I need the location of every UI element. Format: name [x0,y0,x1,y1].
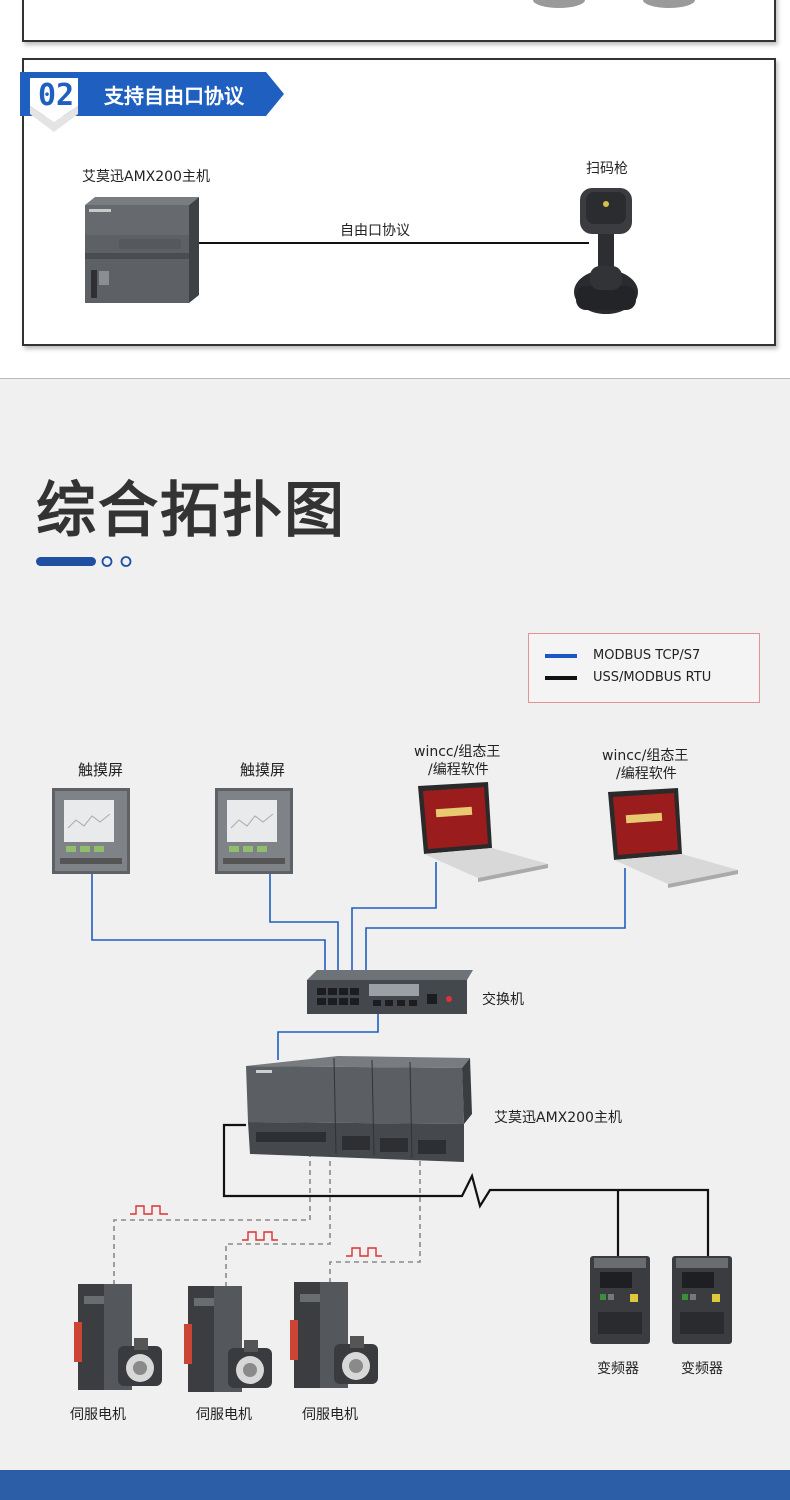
top-section: 艾莫迅AMX200主机 扫码枪 自由口协议 [0,0,790,378]
previous-panel [22,0,776,42]
inverter-device-1 [590,1256,650,1344]
plc-main-label: 艾莫迅AMX200主机 [494,1110,622,1126]
free-port-connection-line [199,242,589,244]
laptop-label-2-line2: /编程软件 [616,766,677,782]
network-switch [307,970,473,1014]
legend: MODBUS TCP/S7 USS/MODBUS RTU [528,633,760,703]
link-label: 自由口协议 [340,223,410,239]
plc-device-image [85,197,199,303]
plc-label: 艾莫迅AMX200主机 [82,169,210,185]
scanner-label: 扫码枪 [586,161,628,177]
topology-title: 综合拓扑图 [36,476,346,546]
hmi-label-1: 触摸屏 [78,761,124,779]
servo-device-3 [290,1282,378,1388]
free-port-panel: 艾莫迅AMX200主机 扫码枪 自由口协议 [22,58,776,346]
legend-item-rtu: USS/MODBUS RTU [545,670,711,685]
servo-label-2: 伺服电机 [196,1407,252,1423]
footer-bar [0,1470,790,1500]
previous-panel-devices [533,0,695,8]
switch-label: 交换机 [482,992,524,1008]
scanner-device-image [574,188,638,314]
hmi-device-2 [215,788,293,874]
legend-label-rtu: USS/MODBUS RTU [593,670,712,685]
servo-device-1 [74,1284,162,1390]
legend-swatch-black [545,675,577,680]
title-decoration [36,556,132,567]
legend-item-tcp: MODBUS TCP/S7 [545,648,700,663]
laptop-device-1 [418,782,548,882]
pulse-lines [113,1152,421,1290]
legend-swatch-blue [545,653,577,658]
hmi-label-2: 触摸屏 [240,761,286,779]
badge-number: 02 [38,78,75,113]
inverter-device-2 [672,1256,732,1344]
laptop-device-2 [608,788,738,888]
inverter-label-2: 变频器 [681,1361,723,1377]
plc-main-device [246,1056,472,1162]
pulse-symbols [130,1205,382,1257]
servo-label-3: 伺服电机 [302,1407,358,1423]
ethernet-lines [91,862,626,1060]
section-02-badge [20,72,284,132]
servo-label-1: 伺服电机 [70,1407,126,1423]
laptop-label-1-line2: /编程软件 [428,762,489,778]
laptop-label-1-line1: wincc/组态王 [414,744,501,760]
inverter-label-1: 变频器 [597,1361,639,1377]
servo-device-2 [184,1286,272,1392]
laptop-label-2-line1: wincc/组态王 [602,748,689,764]
legend-label-tcp: MODBUS TCP/S7 [593,648,701,663]
hmi-device-1 [52,788,130,874]
serial-rtu-line [222,1123,710,1292]
badge-title: 支持自由口协议 [104,84,244,108]
